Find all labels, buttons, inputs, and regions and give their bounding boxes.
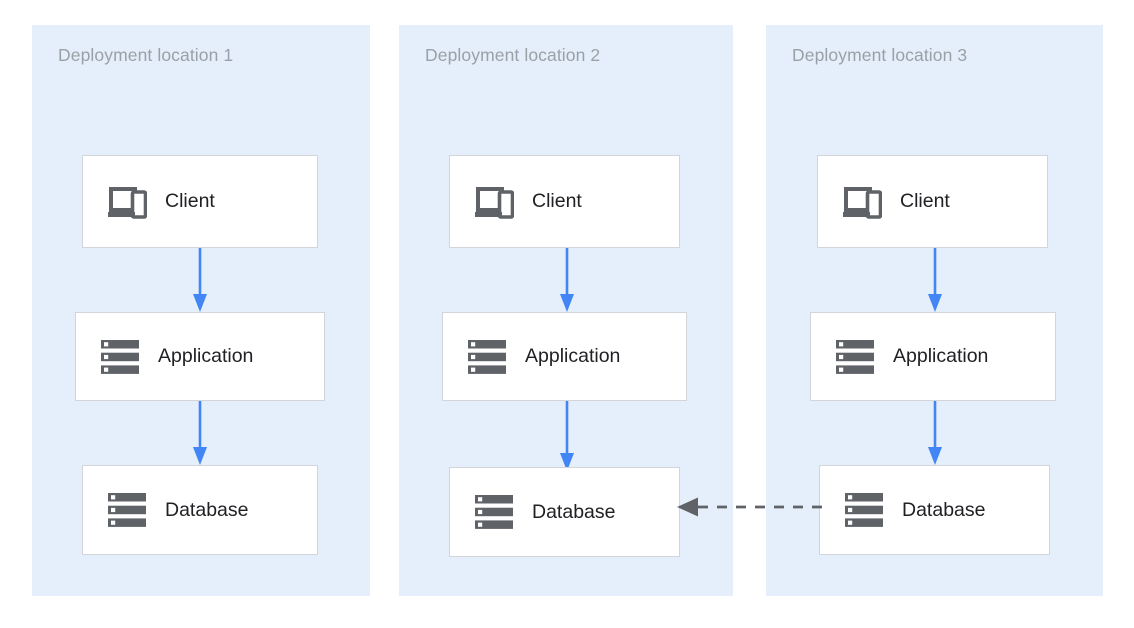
node-client-1-label: Client — [165, 190, 215, 212]
connector-client-3-to-application-3 — [928, 248, 942, 312]
node-application-1[interactable]: Application — [75, 312, 325, 401]
connector-application-2-to-database-2 — [560, 401, 574, 471]
node-client-3-label: Client — [900, 190, 950, 212]
connector-client-1-to-application-1 — [193, 248, 207, 312]
server-icon — [472, 490, 516, 534]
node-client-1[interactable]: Client — [82, 155, 318, 248]
node-client-2[interactable]: Client — [449, 155, 680, 248]
server-icon — [833, 335, 877, 379]
node-application-2[interactable]: Application — [442, 312, 687, 401]
deployment-location-2-title: Deployment location 2 — [425, 45, 601, 65]
connector-application-3-to-database-3 — [928, 401, 942, 465]
server-icon — [98, 335, 142, 379]
connector-database-3-to-database-2 — [677, 497, 822, 517]
node-application-3[interactable]: Application — [810, 312, 1056, 401]
node-database-1[interactable]: Database — [82, 465, 318, 555]
devices-icon — [472, 180, 516, 224]
deployment-location-1-title: Deployment location 1 — [58, 45, 234, 65]
node-database-1-label: Database — [165, 498, 249, 521]
connector-client-2-to-application-2 — [560, 248, 574, 312]
node-database-2[interactable]: Database — [449, 467, 680, 557]
node-database-3-label: Database — [902, 498, 986, 521]
node-application-1-label: Application — [158, 345, 254, 367]
server-icon — [465, 335, 509, 379]
node-database-2-label: Database — [532, 500, 616, 523]
devices-icon — [840, 180, 884, 224]
node-client-3[interactable]: Client — [817, 155, 1048, 248]
node-application-2-label: Application — [525, 345, 621, 367]
server-icon — [105, 488, 149, 532]
deployment-location-3-title: Deployment location 3 — [792, 45, 968, 65]
node-client-2-label: Client — [532, 190, 582, 212]
devices-icon — [105, 180, 149, 224]
connector-application-1-to-database-1 — [193, 401, 207, 465]
server-icon — [842, 488, 886, 532]
node-application-3-label: Application — [893, 345, 989, 367]
node-database-3[interactable]: Database — [819, 465, 1050, 555]
